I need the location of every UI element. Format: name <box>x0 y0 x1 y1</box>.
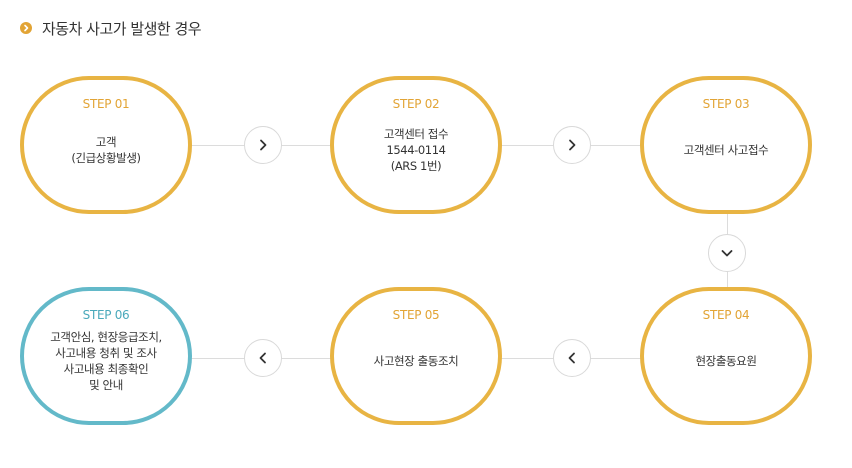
step-description: 고객센터 사고접수 <box>683 142 769 157</box>
next-step-button[interactable] <box>553 126 591 164</box>
step-description: 고객센터 접수 1544-0114 (ARS 1번) <box>383 126 449 173</box>
step-label: STEP 01 <box>82 97 130 111</box>
step-description: 고객 (긴급상황발생) <box>71 134 141 165</box>
next-step-button[interactable] <box>708 234 746 272</box>
step-label: STEP 04 <box>702 308 750 322</box>
chevron-left-icon <box>565 351 579 365</box>
step-description: 현장출동요원 <box>695 353 757 368</box>
section-header: 자동차 사고가 발생한 경우 <box>20 16 202 40</box>
chevron-right-icon <box>256 138 270 152</box>
step-description: 사고현장 출동조치 <box>373 353 459 368</box>
step-description: 고객안심, 현장응급조치, 사고내용 청취 및 조사 사고내용 최종확인 및 안… <box>50 329 162 392</box>
step-03: STEP 03 고객센터 사고접수 <box>640 76 812 214</box>
step-01: STEP 01 고객 (긴급상황발생) <box>20 76 192 214</box>
section-title: 자동차 사고가 발생한 경우 <box>42 19 202 38</box>
next-step-button[interactable] <box>244 126 282 164</box>
step-06: STEP 06 고객안심, 현장응급조치, 사고내용 청취 및 조사 사고내용 … <box>20 287 192 425</box>
next-step-button[interactable] <box>553 339 591 377</box>
step-label: STEP 02 <box>392 97 440 111</box>
step-04: STEP 04 현장출동요원 <box>640 287 812 425</box>
step-05: STEP 05 사고현장 출동조치 <box>330 287 502 425</box>
step-label: STEP 06 <box>82 308 130 322</box>
step-label: STEP 03 <box>702 97 750 111</box>
chevron-right-circle-icon <box>20 22 32 34</box>
chevron-down-icon <box>720 246 734 260</box>
step-02: STEP 02 고객센터 접수 1544-0114 (ARS 1번) <box>330 76 502 214</box>
step-label: STEP 05 <box>392 308 440 322</box>
chevron-left-icon <box>256 351 270 365</box>
next-step-button[interactable] <box>244 339 282 377</box>
chevron-right-icon <box>565 138 579 152</box>
